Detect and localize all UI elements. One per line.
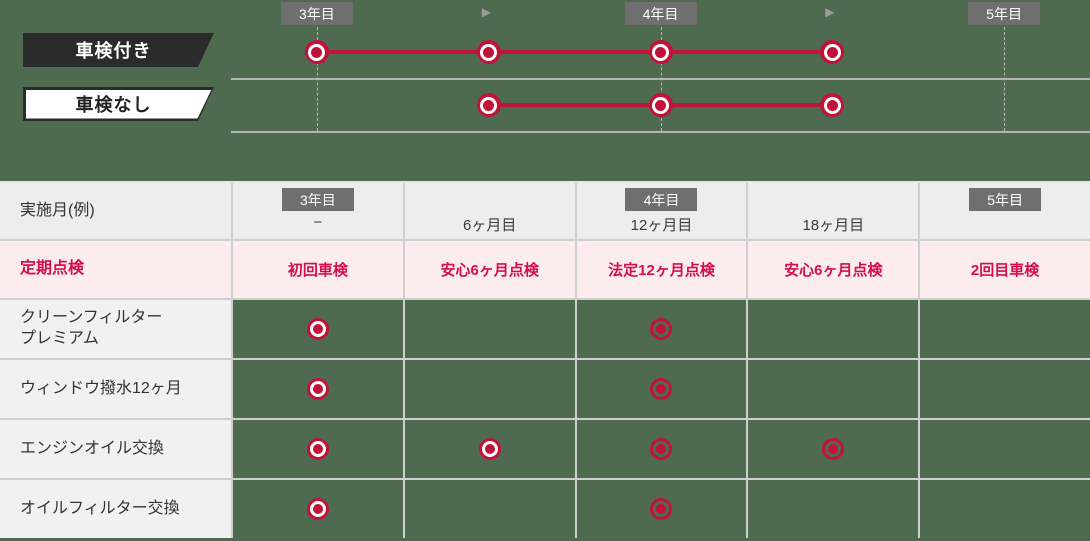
month-header-cell: 18ヶ月目 xyxy=(748,183,919,239)
service-schedule-cell xyxy=(404,360,575,418)
service-schedule-cell xyxy=(920,420,1090,478)
month-header-cell: 6ヶ月目 xyxy=(404,183,575,239)
service-name: ウィンドウ撥水12ヶ月 xyxy=(20,379,182,397)
service-schedule-cell xyxy=(233,480,403,538)
service-schedule-cell xyxy=(233,360,403,418)
year-guideline-dashed xyxy=(660,27,662,131)
plan-badge-without-inspection: 車検なし xyxy=(23,87,214,121)
timeline-bottom-line xyxy=(231,131,1090,133)
timeline-section: 車検付き 車検なし 3年目 4年目 5年目 ▶ ▶ xyxy=(0,0,1090,181)
month-header-cell: 3年目 − xyxy=(233,183,403,239)
plan-label: 車検付き xyxy=(75,41,152,61)
service-marker-white-ring xyxy=(306,378,329,400)
timeline-marker xyxy=(476,40,501,64)
table-label-service: クリーンフィルター プレミアム xyxy=(0,300,231,358)
year-guideline-dashed xyxy=(316,27,318,131)
timeline-marker xyxy=(476,93,501,117)
plan-label: 車検なし xyxy=(75,95,152,115)
year-badge: 3年目 xyxy=(281,188,354,211)
month-label: 6ヶ月目 xyxy=(463,217,517,234)
year-badge: 4年目 xyxy=(625,188,698,211)
service-schedule-cell xyxy=(748,420,919,478)
service-schedule-cell xyxy=(404,420,575,478)
service-schedule-cell xyxy=(404,300,575,358)
service-schedule-cell xyxy=(576,300,747,358)
service-marker-green-ring xyxy=(650,498,673,520)
service-schedule-cell xyxy=(920,480,1090,538)
month-label: 18ヶ月目 xyxy=(802,217,865,234)
service-marker-green-ring xyxy=(822,438,845,460)
month-label: − xyxy=(313,214,323,231)
service-schedule-cell xyxy=(576,360,747,418)
year-guideline-dashed xyxy=(1004,27,1006,131)
service-schedule-cell xyxy=(920,300,1090,358)
inspection-cell: 安心6ヶ月点検 xyxy=(748,241,919,298)
plan-badge-shape: 車検なし xyxy=(26,90,212,119)
service-marker-white-ring xyxy=(306,438,329,460)
table-label-months: 実施月(例) xyxy=(0,183,231,239)
timeline-marker xyxy=(820,93,845,117)
timeline-marker xyxy=(820,40,845,64)
service-schedule-cell xyxy=(748,360,919,418)
service-schedule-cell xyxy=(404,480,575,538)
month-label: 12ヶ月目 xyxy=(630,217,693,234)
right-arrow-icon: ▶ xyxy=(825,5,835,19)
timeline-connector-line xyxy=(316,50,833,54)
timeline-marker xyxy=(648,93,673,117)
service-marker-green-ring xyxy=(650,438,673,460)
table-label-periodic-inspection: 定期点検 xyxy=(0,241,231,298)
month-header-cell: 5年目 xyxy=(920,183,1090,239)
inspection-cell: 法定12ヶ月点検 xyxy=(576,241,747,298)
service-name: エンジンオイル交換 xyxy=(20,439,165,457)
service-schedule-cell xyxy=(576,480,747,538)
plan-badge-shape: 車検付き xyxy=(23,33,214,67)
month-header-cell: 4年目 12ヶ月目 xyxy=(576,183,747,239)
table-label-service: エンジンオイル交換 xyxy=(0,420,231,478)
year-badge: 5年目 xyxy=(968,2,1041,25)
inspection-cell: 初回車検 xyxy=(233,241,403,298)
service-schedule-cell xyxy=(576,420,747,478)
timeline-marker xyxy=(304,40,329,64)
table-label-service: オイルフィルター交換 xyxy=(0,480,231,538)
year-badge: 5年目 xyxy=(969,188,1042,211)
table-label-service: ウィンドウ撥水12ヶ月 xyxy=(0,360,231,418)
service-marker-green-ring xyxy=(650,318,673,340)
service-name: クリーンフィルター プレミアム xyxy=(20,309,163,347)
service-schedule-cell xyxy=(748,480,919,538)
service-marker-white-ring xyxy=(306,318,329,340)
service-marker-white-ring xyxy=(478,438,501,460)
service-schedule-cell xyxy=(233,300,403,358)
service-schedule-cell xyxy=(920,360,1090,418)
service-name: オイルフィルター交換 xyxy=(20,499,180,517)
service-schedule-cell xyxy=(748,300,919,358)
year-badge: 3年目 xyxy=(280,2,353,25)
service-schedule-cell xyxy=(233,420,403,478)
year-badge: 4年目 xyxy=(624,2,697,25)
service-marker-white-ring xyxy=(306,498,329,520)
right-arrow-icon: ▶ xyxy=(481,5,491,19)
plan-badge-with-inspection: 車検付き xyxy=(23,33,214,67)
inspection-cell: 2回目車検 xyxy=(920,241,1090,298)
inspection-cell: 安心6ヶ月点検 xyxy=(404,241,575,298)
timeline-marker xyxy=(648,40,673,64)
service-marker-green-ring xyxy=(650,378,673,400)
